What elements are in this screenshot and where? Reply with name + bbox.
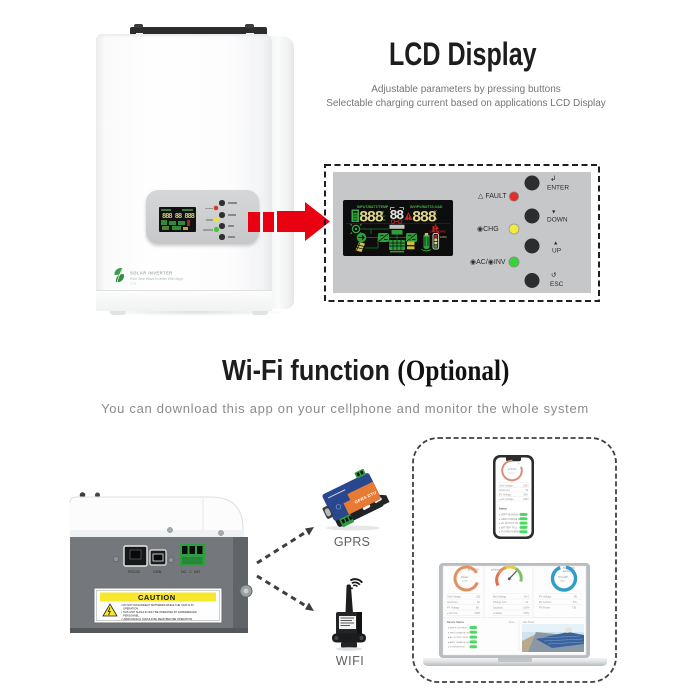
svg-text:↻ ⋮: ↻ ⋮ [518, 462, 524, 466]
svg-text:230V: 230V [523, 498, 529, 501]
svg-text:54.2: 54.2 [524, 596, 529, 599]
svg-text:Hz: Hz [382, 214, 386, 218]
svg-text:ENTER: ENTER [547, 185, 569, 192]
svg-text:100%: 100% [440, 235, 447, 239]
svg-text:100%: 100% [523, 607, 530, 610]
svg-text:More: More [509, 621, 515, 624]
svg-text:■ Energy: ■ Energy [563, 570, 574, 573]
svg-text:USB: USB [153, 569, 162, 574]
svg-text:• USER MANUAL SHOULD BE READ B: • USER MANUAL SHOULD BE READ BEFORE OPER… [121, 617, 193, 621]
svg-text:V: V [382, 210, 384, 214]
svg-text:PV kWh: PV kWh [559, 575, 569, 579]
svg-text:85: 85 [476, 607, 479, 610]
svg-text:↺: ↺ [551, 272, 557, 279]
svg-text:PV Voltage: PV Voltage [539, 596, 552, 599]
svg-text:865: 865 [561, 580, 566, 583]
svg-text:1236W: 1236W [508, 467, 517, 471]
svg-text:Device Status: Device Status [447, 620, 465, 624]
svg-text:V 1.0: V 1.0 [130, 282, 137, 286]
svg-text:● SYSTEM RUN: ● SYSTEM RUN [448, 646, 465, 649]
svg-text:PV Current: PV Current [539, 601, 552, 604]
svg-text:°C: °C [382, 218, 386, 222]
svg-text:888: 888 [359, 208, 384, 226]
svg-text:PV Voltage: PV Voltage [499, 494, 512, 497]
svg-text:▼: ▼ [551, 210, 556, 216]
svg-text:▲: ▲ [553, 241, 558, 247]
svg-text:888: 888 [412, 208, 437, 226]
svg-text:● MPPT CHG RUN: ● MPPT CHG RUN [448, 627, 467, 630]
svg-text:INV/PV/BATT/LOAD: INV/PV/BATT/LOAD [410, 205, 443, 209]
svg-text:230: 230 [476, 596, 481, 599]
svg-text:Grid Voltage: Grid Voltage [499, 485, 513, 488]
svg-text:OPERATION.: OPERATION. [123, 607, 139, 611]
svg-text:NC C NO: NC C NO [181, 569, 200, 574]
svg-text:50: 50 [526, 489, 529, 492]
svg-text:Site Photo: Site Photo [523, 621, 535, 624]
svg-text:%: % [435, 217, 438, 221]
svg-text:● Status: ● Status [493, 612, 503, 615]
svg-text:V: V [435, 209, 437, 213]
svg-text:Status: Status [499, 507, 507, 511]
svg-text:● AC OUTPUT RUN: ● AC OUTPUT RUN [448, 636, 468, 639]
svg-text:730: 730 [572, 607, 577, 610]
svg-text:Grid Voltage: Grid Voltage [447, 596, 461, 599]
svg-text:50: 50 [477, 601, 480, 604]
svg-text:● GRID CHARGE OK: ● GRID CHARGE OK [499, 518, 522, 521]
svg-text:● AC Voltage: ● AC Voltage [499, 498, 514, 501]
svg-text:● BATT CHARGE OK: ● BATT CHARGE OK [448, 641, 470, 644]
svg-text:ESC: ESC [550, 281, 564, 288]
svg-text:● BATTERY FULL: ● BATTERY FULL [499, 526, 518, 529]
svg-text:● GRID CHARGE OK: ● GRID CHARGE OK [448, 631, 470, 634]
svg-text:● SYSTEM NORMAL: ● SYSTEM NORMAL [499, 531, 522, 534]
svg-text:Power: Power [461, 575, 468, 579]
svg-text:SOLAR INVERTER: SOLAR INVERTER [130, 271, 173, 276]
svg-text:A: A [435, 213, 437, 217]
svg-text:1236: 1236 [462, 580, 468, 583]
svg-text:INPUT/BATT/TEMP: INPUT/BATT/TEMP [357, 205, 389, 209]
svg-text:888 88 888: 888 88 888 [162, 213, 195, 221]
svg-text:230V: 230V [523, 485, 529, 488]
svg-text:Pure Sine Wave Inverter With M: Pure Sine Wave Inverter With Mppt [130, 277, 183, 281]
svg-text:• THIS UNIT SHOULD ONLY BE OPE: • THIS UNIT SHOULD ONLY BE OPERATED BY E… [121, 610, 197, 614]
svg-text:CHG: CHG [524, 612, 530, 615]
svg-text:2300: 2300 [475, 612, 481, 615]
svg-text:● MPPT RUNNING: ● MPPT RUNNING [499, 514, 519, 517]
svg-text:● AC Out: ● AC Out [447, 612, 458, 615]
svg-text:■ Battery: ■ Battery [491, 569, 502, 572]
svg-text:DOWN: DOWN [547, 217, 568, 224]
svg-text:UP: UP [552, 248, 561, 255]
svg-text:Grid Freq: Grid Freq [499, 489, 510, 492]
svg-text:85: 85 [574, 596, 577, 599]
svg-text:Grid Freq: Grid Freq [447, 601, 458, 604]
svg-text:85V: 85V [524, 494, 529, 497]
svg-text:PV Power: PV Power [539, 607, 550, 610]
svg-text:PV Voltage: PV Voltage [447, 607, 460, 610]
svg-text:△ FAULT: △ FAULT [478, 193, 507, 200]
svg-text:Capacity: Capacity [493, 607, 503, 610]
svg-text:Batt Voltage: Batt Voltage [493, 596, 507, 599]
svg-text:● AC OUTPUT ON: ● AC OUTPUT ON [499, 522, 519, 525]
svg-text:↲: ↲ [550, 174, 556, 183]
svg-text:CHARGING: CHARGING [430, 229, 447, 233]
svg-text:• DO NOT DISCONNECT BATTERIES: • DO NOT DISCONNECT BATTERIES WHILE THE … [121, 603, 194, 607]
svg-text:Charge Curr: Charge Curr [493, 601, 507, 604]
svg-text:PERSONNEL.: PERSONNEL. [123, 614, 140, 618]
svg-text:◉CHG: ◉CHG [477, 226, 499, 233]
svg-text:8.6: 8.6 [573, 601, 577, 604]
svg-text:CAUTION: CAUTION [138, 593, 176, 602]
svg-text:◉AC/◉INV: ◉AC/◉INV [470, 259, 506, 266]
svg-text:RS232: RS232 [128, 569, 141, 574]
svg-text:Power: Power [509, 472, 515, 475]
svg-text:12: 12 [526, 601, 529, 604]
